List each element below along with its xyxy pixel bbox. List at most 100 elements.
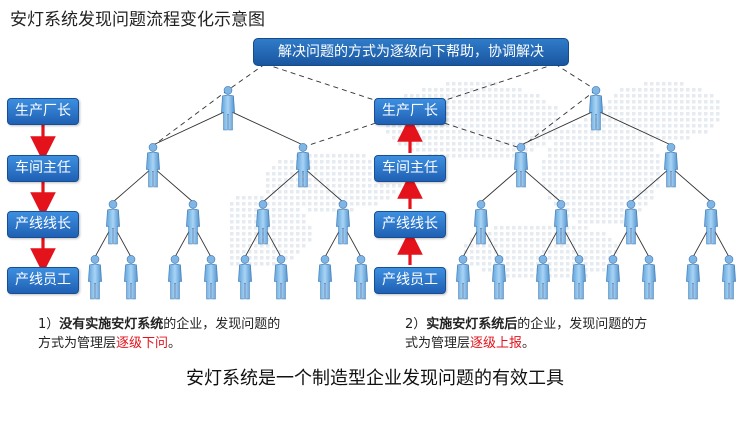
map-dot — [614, 142, 618, 146]
map-dot — [656, 94, 660, 98]
map-dot — [608, 160, 612, 164]
map-dot — [488, 88, 492, 92]
map-dot — [644, 130, 648, 134]
map-dot — [296, 184, 300, 188]
caption-right-end: 。 — [522, 336, 536, 351]
map-dot — [578, 232, 582, 236]
map-dot — [566, 166, 570, 170]
map-dot — [260, 244, 264, 248]
map-dot — [284, 196, 288, 200]
map-dot — [254, 238, 258, 242]
map-dot — [608, 166, 612, 170]
map-dot — [458, 154, 462, 158]
map-dot — [524, 136, 528, 140]
map-dot — [410, 142, 414, 146]
map-dot — [638, 196, 642, 200]
map-dot — [608, 148, 612, 152]
person-icon — [456, 255, 470, 300]
map-dot — [530, 112, 534, 116]
map-dot — [614, 148, 618, 152]
map-dot — [314, 202, 318, 206]
map-dot — [554, 154, 558, 158]
map-dot — [620, 190, 624, 194]
map-dot — [488, 256, 492, 260]
map-dot — [518, 88, 522, 92]
map-dot — [272, 178, 276, 182]
map-dot — [284, 172, 288, 176]
map-dot — [464, 148, 468, 152]
map-dot — [374, 196, 378, 200]
map-dot — [596, 244, 600, 248]
map-dot — [524, 124, 528, 128]
map-dot — [350, 160, 354, 164]
person-icon — [146, 143, 160, 188]
map-dot — [296, 244, 300, 248]
map-dot — [668, 112, 672, 116]
map-dot — [560, 142, 564, 146]
person-icon — [318, 255, 332, 300]
map-dot — [620, 118, 624, 122]
banner-connector-lines — [149, 63, 597, 149]
map-dot — [506, 130, 510, 134]
map-dot — [524, 232, 528, 236]
person-icon — [492, 255, 506, 300]
map-dot — [398, 142, 402, 146]
map-dot — [578, 214, 582, 218]
map-dot — [362, 166, 366, 170]
map-dot — [518, 238, 522, 242]
map-dot — [572, 184, 576, 188]
map-dot — [284, 184, 288, 188]
map-dot — [614, 208, 618, 212]
map-dot — [230, 202, 234, 206]
map-dot — [296, 178, 300, 182]
map-dot — [476, 142, 480, 146]
map-dot — [668, 88, 672, 92]
map-dot — [626, 184, 630, 188]
map-dot — [536, 136, 540, 140]
map-dot — [386, 124, 390, 128]
map-dot — [338, 190, 342, 194]
map-dot — [614, 244, 618, 248]
map-dot — [686, 100, 690, 104]
map-dot — [578, 130, 582, 134]
map-dot — [404, 94, 408, 98]
map-dot — [482, 136, 486, 140]
map-dot — [236, 238, 240, 242]
map-dot — [644, 196, 648, 200]
map-dot — [572, 172, 576, 176]
map-dot — [590, 232, 594, 236]
map-dot — [290, 220, 294, 224]
map-dot — [710, 118, 714, 122]
map-dot — [524, 268, 528, 272]
map-dot — [590, 142, 594, 146]
map-dot — [308, 184, 312, 188]
person-icon — [589, 86, 603, 131]
caption-right-prefix: 2） — [405, 317, 427, 332]
map-dot — [632, 100, 636, 104]
map-dot — [266, 262, 270, 266]
map-dot — [356, 190, 360, 194]
map-dot — [332, 160, 336, 164]
map-dot — [662, 82, 666, 86]
map-dot — [494, 226, 498, 230]
map-dot — [482, 118, 486, 122]
map-dot — [638, 88, 642, 92]
map-dot — [470, 262, 474, 266]
map-dot — [530, 232, 534, 236]
map-dot — [494, 130, 498, 134]
map-dot — [614, 94, 618, 98]
map-dot — [530, 148, 534, 152]
map-dot — [620, 136, 624, 140]
map-dot — [320, 190, 324, 194]
map-dot — [668, 118, 672, 122]
map-dot — [458, 136, 462, 140]
map-dot — [650, 118, 654, 122]
map-dot — [584, 232, 588, 236]
map-dot — [710, 106, 714, 110]
map-dot — [662, 106, 666, 110]
map-dot — [650, 160, 654, 164]
map-dot — [386, 190, 390, 194]
map-dot — [242, 202, 246, 206]
map-dot — [440, 148, 444, 152]
map-dot — [512, 154, 516, 158]
